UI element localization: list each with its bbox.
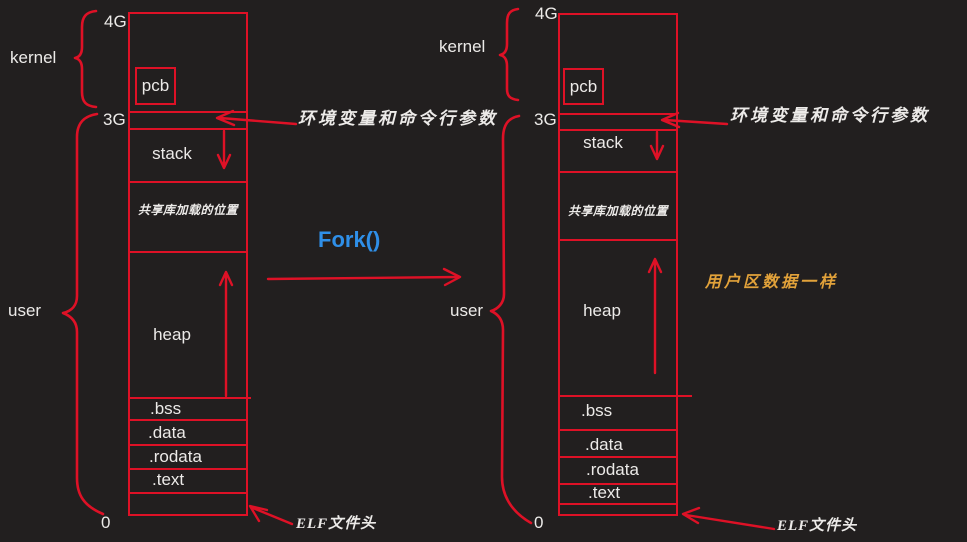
left-divider-rodata-bottom xyxy=(128,468,248,470)
left-pcb-label: pcb xyxy=(141,76,170,96)
left-bss-label: .bss xyxy=(150,399,182,418)
left-addr-4g: 4G xyxy=(104,12,127,31)
left-text-label: .text xyxy=(152,470,185,489)
right-memory-column xyxy=(558,13,678,516)
right-divider-data-bottom xyxy=(558,456,678,458)
left-heap-label: heap xyxy=(153,325,191,344)
right-pcb-box: pcb xyxy=(563,68,604,105)
right-user-brace xyxy=(489,114,533,525)
right-heap-label: heap xyxy=(583,301,621,320)
right-divider-rodata-bottom xyxy=(558,483,678,485)
left-shared-lib-label: 共享库加载的位置 xyxy=(137,203,238,217)
right-user-label: user xyxy=(450,301,484,320)
right-pcb-label: pcb xyxy=(569,76,598,96)
left-kernel-brace xyxy=(73,9,98,109)
left-elf-annotation: ELF文件头 xyxy=(296,516,377,532)
left-divider-3g xyxy=(128,111,248,113)
right-env-annotation: 环境变量和命令行参数 xyxy=(730,106,930,125)
right-kernel-brace xyxy=(498,7,520,102)
right-rodata-label: .rodata xyxy=(586,460,639,479)
right-stack-label: stack xyxy=(583,133,623,152)
fork-arrow xyxy=(266,275,460,281)
left-user-brace xyxy=(61,112,105,516)
left-divider-data-bottom xyxy=(128,444,248,446)
right-kernel-label: kernel xyxy=(439,37,486,56)
left-divider-stack-bottom xyxy=(128,181,248,183)
right-divider-text-bottom xyxy=(558,503,678,505)
left-user-label: user xyxy=(8,301,42,320)
left-addr-0: 0 xyxy=(101,513,111,532)
left-pcb-box: pcb xyxy=(135,67,176,105)
left-divider-heap-bottom xyxy=(128,397,251,399)
right-shared-lib-label: 共享库加载的位置 xyxy=(567,204,668,218)
left-addr-3g: 3G xyxy=(103,110,126,129)
right-divider-env-bottom xyxy=(558,129,678,131)
right-elf-pointer-arrow xyxy=(681,506,776,531)
right-divider-bss-bottom xyxy=(558,429,678,431)
fork-label: Fork() xyxy=(318,227,381,252)
left-stack-label: stack xyxy=(152,144,192,163)
left-memory-column xyxy=(128,12,248,516)
left-rodata-label: .rodata xyxy=(149,447,202,466)
left-env-annotation: 环境变量和命令行参数 xyxy=(298,109,498,128)
left-elf-pointer-arrow xyxy=(248,504,294,526)
right-text-label: .text xyxy=(588,483,621,502)
left-divider-env-bottom xyxy=(128,128,248,130)
left-kernel-label: kernel xyxy=(10,48,57,67)
left-divider-shlib-bottom xyxy=(128,251,248,253)
right-divider-stack-bottom xyxy=(558,171,678,173)
right-divider-shlib-bottom xyxy=(558,239,678,241)
right-user-data-note: 用户区数据一样 xyxy=(705,274,839,291)
left-divider-bss-bottom xyxy=(128,419,248,421)
fork-arrow-head xyxy=(442,267,462,287)
right-addr-0: 0 xyxy=(534,513,544,532)
right-data-label: .data xyxy=(585,435,623,454)
right-elf-annotation: ELF文件头 xyxy=(777,518,858,534)
left-data-label: .data xyxy=(148,423,186,442)
right-divider-3g xyxy=(558,113,678,115)
right-divider-heap-bottom xyxy=(558,395,692,397)
left-divider-text-bottom xyxy=(128,492,248,494)
right-addr-4g: 4G xyxy=(535,4,558,23)
right-addr-3g: 3G xyxy=(534,110,557,129)
right-bss-label: .bss xyxy=(581,401,613,420)
